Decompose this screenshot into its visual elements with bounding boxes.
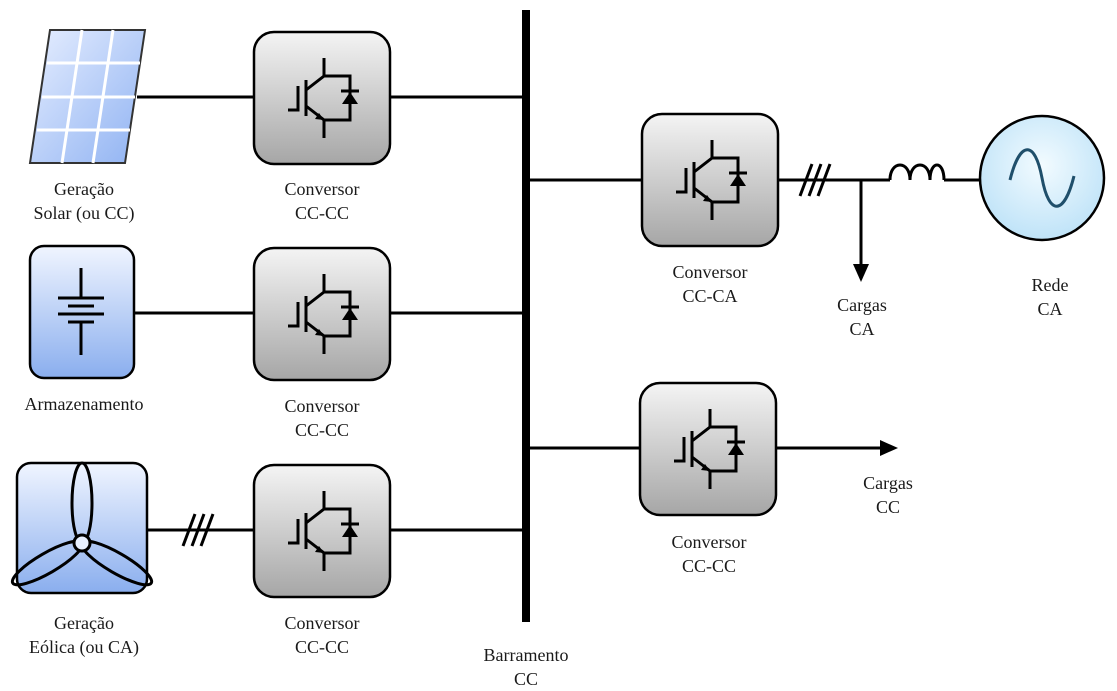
wind-turbine-icon <box>10 461 154 587</box>
converter-1-label: Conversor CC-CC <box>285 177 360 225</box>
sine-wave-icon <box>1008 148 1076 208</box>
converter-3-label: Conversor CC-CC <box>285 611 360 659</box>
converter-dc-dc-2 <box>252 246 392 382</box>
solar-label-line2: Solar (ou CC) <box>33 203 135 223</box>
dc-bus-label-line2: CC <box>513 669 538 689</box>
wind-turbine-box <box>15 461 149 595</box>
dc-loads-label: Cargas CC <box>863 471 913 519</box>
grid-label-line1: Rede <box>1031 275 1069 295</box>
ac-loads-label-line1: Cargas <box>837 295 887 315</box>
three-phase-marker <box>181 513 215 547</box>
converter-dc-dc-load <box>638 381 778 517</box>
dc-loads-label-line1: Cargas <box>863 473 913 493</box>
converter-dc-ac-label-line2: CC-CA <box>682 286 738 306</box>
dc-bus-label: Barramento CC <box>484 643 569 691</box>
grid-label-line2: CA <box>1037 299 1063 319</box>
converter-1-label-line1: Conversor <box>284 179 360 199</box>
converter-3-label-line1: Conversor <box>284 613 360 633</box>
storage-source-label: Armazenamento <box>25 392 144 416</box>
converter-2-label-line1: Conversor <box>284 396 360 416</box>
converter-2-label-line2: CC-CC <box>294 420 350 440</box>
wind-label-line2: Eólica (ou CA) <box>29 637 139 657</box>
converter-3-label-line2: CC-CC <box>294 637 350 657</box>
solar-source-label: Geração Solar (ou CC) <box>34 177 135 225</box>
converter-dc-dc-3 <box>252 463 392 599</box>
solar-panel-icon <box>28 29 147 164</box>
ac-loads-label: Cargas CA <box>837 293 887 341</box>
storage-label-line1: Armazenamento <box>24 394 144 414</box>
converter-load-label-line2: CC-CC <box>681 556 737 576</box>
converter-2-label: Conversor CC-CC <box>285 394 360 442</box>
converter-dc-dc-1 <box>252 30 392 166</box>
battery-icon <box>58 268 104 355</box>
dc-bus-label-line1: Barramento <box>483 645 569 665</box>
dc-load-arrow-icon <box>880 440 898 456</box>
inductor-icon <box>888 163 946 181</box>
grid-label: Rede CA <box>1032 273 1069 321</box>
wind-source-label: Geração Eólica (ou CA) <box>29 611 139 659</box>
battery-storage-box <box>28 244 136 380</box>
three-phase-marker <box>798 163 832 197</box>
converter-dc-ac-label-line1: Conversor <box>672 262 748 282</box>
ac-load-arrow-icon <box>853 264 869 282</box>
converter-dc-dc-load-label: Conversor CC-CC <box>672 530 747 578</box>
ac-loads-label-line2: CA <box>849 319 875 339</box>
wind-label-line1: Geração <box>54 613 114 633</box>
converter-dc-ac <box>640 112 780 248</box>
converter-load-label-line1: Conversor <box>671 532 747 552</box>
dc-loads-label-line2: CC <box>875 497 901 517</box>
converter-dc-ac-label: Conversor CC-CA <box>673 260 748 308</box>
solar-label-line1: Geração <box>54 179 114 199</box>
converter-1-label-line2: CC-CC <box>294 203 350 223</box>
